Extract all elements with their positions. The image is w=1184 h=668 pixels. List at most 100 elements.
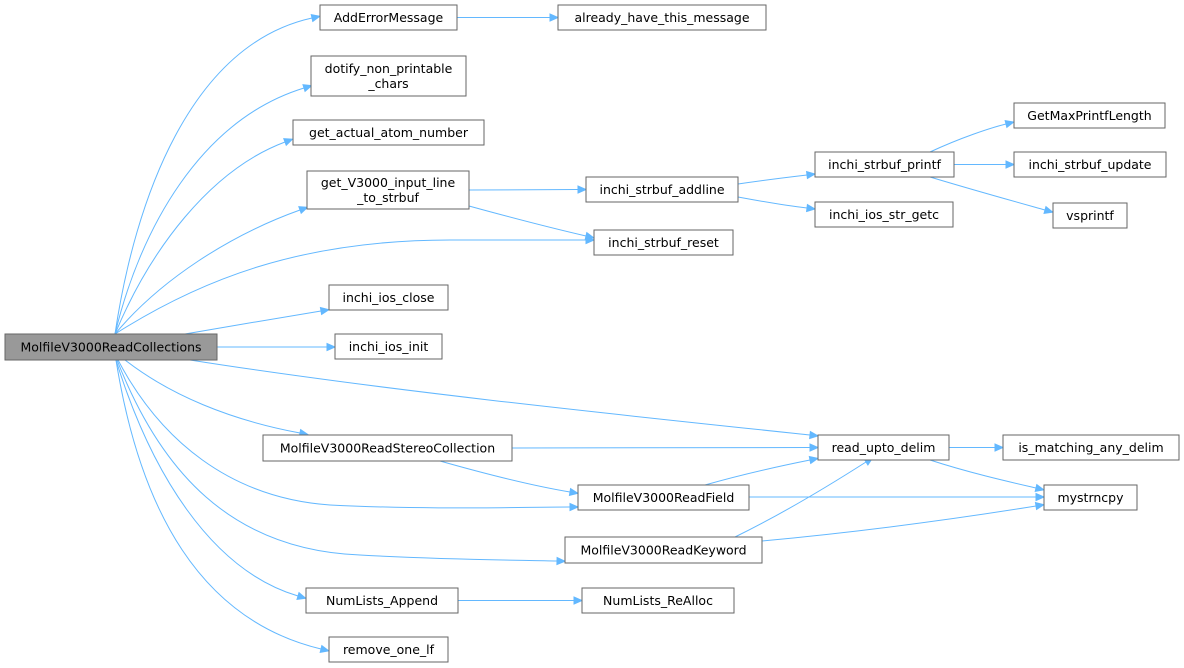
node-label: GetMaxPrintfLength xyxy=(1027,108,1151,123)
edge-root-to-removelf xyxy=(115,359,330,654)
edge-getv3000-to-reset xyxy=(468,205,596,241)
node-box xyxy=(581,587,735,614)
node-label: NumLists_ReAlloc xyxy=(603,593,713,608)
arrowhead xyxy=(1004,119,1015,129)
node-addline[interactable]: inchi_strbuf_addline xyxy=(585,176,739,203)
arrowhead xyxy=(298,206,309,215)
node-init[interactable]: inchi_ios_init xyxy=(334,333,443,360)
edge-root-to-init xyxy=(217,342,337,352)
arrowhead xyxy=(808,455,820,465)
edge-getv3000-to-addline xyxy=(468,185,588,194)
node-box xyxy=(1052,202,1128,229)
node-update[interactable]: inchi_strbuf_update xyxy=(1013,151,1167,178)
arrowhead xyxy=(319,306,331,316)
node-label: MolfileV3000ReadField xyxy=(593,490,735,505)
node-getatom[interactable]: get_actual_atom_number xyxy=(292,119,485,146)
arrowhead xyxy=(1034,501,1046,511)
node-getc[interactable]: inchi_ios_str_getc xyxy=(814,201,954,228)
edge-root-to-readfield xyxy=(117,359,580,512)
edge-root-to-close xyxy=(184,306,331,335)
arrowhead xyxy=(569,502,580,512)
node-label: _to_strbuf xyxy=(356,190,419,205)
node-box xyxy=(564,536,763,564)
node-close[interactable]: inchi_ios_close xyxy=(328,284,449,311)
arrowhead xyxy=(310,13,322,23)
node-box xyxy=(577,484,750,511)
node-box xyxy=(1043,484,1138,511)
node-realloc[interactable]: NumLists_ReAlloc xyxy=(581,587,735,614)
arrowhead xyxy=(809,430,820,440)
node-box xyxy=(1013,102,1166,129)
node-stereo[interactable]: MolfileV3000ReadStereoCollection xyxy=(262,434,513,462)
arrowhead xyxy=(549,13,560,22)
node-label: is_matching_any_delim xyxy=(1018,440,1163,455)
node-label: MolfileV3000ReadCollections xyxy=(20,340,201,355)
node-box xyxy=(817,434,950,461)
node-box xyxy=(593,229,734,256)
edge-adderr-to-already xyxy=(457,13,560,22)
arrowhead xyxy=(573,596,584,605)
nodes-layer: MolfileV3000ReadCollections AddErrorMessa… xyxy=(4,4,1180,663)
node-label: MolfileV3000ReadStereoCollection xyxy=(280,441,495,456)
node-adderr[interactable]: AddErrorMessage xyxy=(319,4,458,31)
arrowhead xyxy=(326,342,337,352)
node-box xyxy=(334,333,443,360)
node-dotify[interactable]: dotify_non_printable_chars xyxy=(310,55,467,97)
node-label: _chars xyxy=(367,76,408,91)
node-box xyxy=(814,201,954,228)
node-label: remove_one_lf xyxy=(343,642,435,657)
node-getv3000[interactable]: get_V3000_input_line_to_strbuf xyxy=(306,170,470,210)
arrowhead xyxy=(1043,205,1054,214)
arrowhead xyxy=(283,138,294,147)
edge-root-to-readkw xyxy=(116,359,567,566)
node-label: NumLists_Append xyxy=(326,593,438,608)
node-label: vsprintf xyxy=(1066,208,1114,223)
node-label: read_upto_delim xyxy=(832,440,936,455)
node-box xyxy=(814,151,955,178)
edge-readkw-to-mystrncpy xyxy=(761,501,1046,542)
node-label: inchi_strbuf_update xyxy=(1028,157,1151,172)
arrowhead xyxy=(568,487,580,497)
edge-root-to-adderr xyxy=(114,13,322,335)
node-box xyxy=(305,587,459,614)
node-label: inchi_ios_init xyxy=(349,339,429,354)
node-box xyxy=(1002,434,1180,461)
node-label: inchi_strbuf_printf xyxy=(828,157,941,172)
edge-printf-to-update xyxy=(954,160,1016,169)
edge-printf-to-vsprintf xyxy=(929,176,1054,214)
node-ismatch[interactable]: is_matching_any_delim xyxy=(1002,434,1180,461)
edge-readfield-to-readupto xyxy=(704,455,820,486)
edge-stereo-to-readupto xyxy=(511,443,820,452)
edge-stereo-to-readfield xyxy=(439,460,580,497)
node-removelf[interactable]: remove_one_lf xyxy=(328,636,449,663)
node-label: inchi_strbuf_addline xyxy=(599,182,724,197)
arrowhead xyxy=(577,185,588,194)
edge-root-to-getatom xyxy=(114,138,294,335)
arrowhead xyxy=(1035,492,1046,502)
edge-root-to-getv3000 xyxy=(114,206,309,335)
node-root[interactable]: MolfileV3000ReadCollections xyxy=(4,333,218,361)
node-vsprintf[interactable]: vsprintf xyxy=(1052,202,1128,229)
node-reset[interactable]: inchi_strbuf_reset xyxy=(593,229,734,256)
edge-addline-to-getc xyxy=(737,196,817,213)
node-readfield[interactable]: MolfileV3000ReadField xyxy=(577,484,750,511)
edge-readupto-to-ismatch xyxy=(949,443,1005,452)
node-label: mystrncpy xyxy=(1057,490,1124,505)
node-label: MolfileV3000ReadKeyword xyxy=(580,543,746,558)
arrowhead xyxy=(556,556,567,566)
node-printf[interactable]: inchi_strbuf_printf xyxy=(814,151,955,178)
node-box xyxy=(262,434,513,462)
edge-append-to-realloc xyxy=(458,596,584,605)
edge-root-to-readupto xyxy=(189,359,820,440)
node-readkw[interactable]: MolfileV3000ReadKeyword xyxy=(564,536,763,564)
node-readupto[interactable]: read_upto_delim xyxy=(817,434,950,461)
node-getmax[interactable]: GetMaxPrintfLength xyxy=(1013,102,1166,129)
arrowhead xyxy=(806,170,817,180)
node-mystrncpy[interactable]: mystrncpy xyxy=(1043,484,1138,511)
arrowhead xyxy=(296,591,307,600)
node-already[interactable]: already_have_this_message xyxy=(557,4,767,31)
node-append[interactable]: NumLists_Append xyxy=(305,587,459,614)
node-label: inchi_strbuf_reset xyxy=(608,235,719,250)
node-label: inchi_ios_close xyxy=(343,290,435,305)
